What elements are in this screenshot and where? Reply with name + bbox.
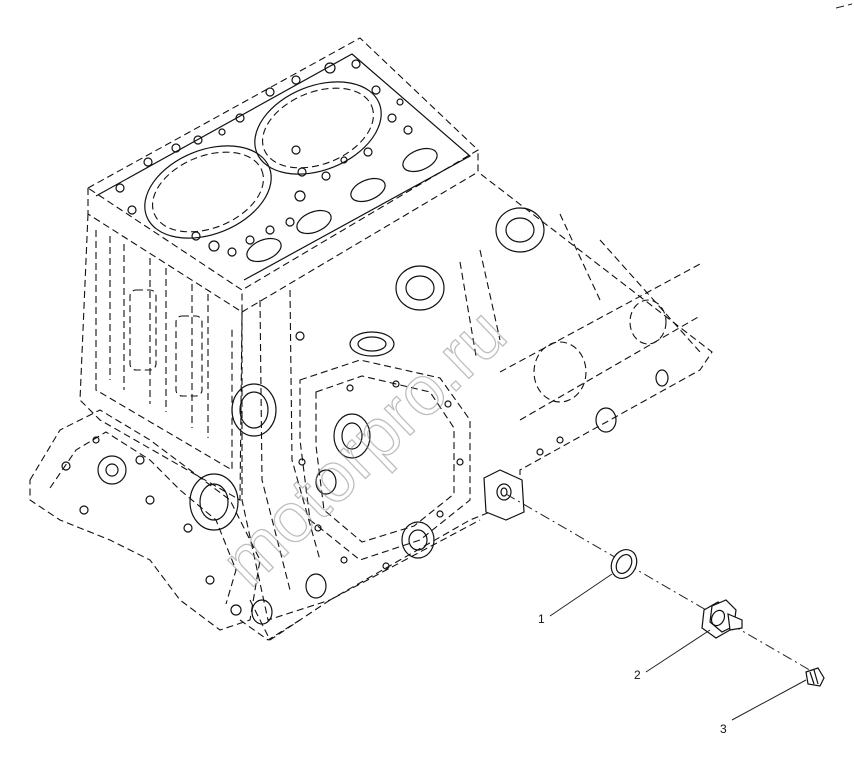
corner-mark	[835, 3, 853, 9]
callout-1-label: 1	[538, 612, 545, 626]
watermark: motorpro.ru	[206, 293, 520, 600]
part-2-fitting	[701, 599, 743, 639]
assembly-axis	[505, 493, 821, 677]
part-3-plug	[805, 667, 825, 687]
engine-block	[29, 37, 713, 641]
part-1-sealing-ring	[610, 549, 638, 579]
callout-3-label: 3	[720, 722, 727, 736]
callout-2-leader	[645, 629, 711, 673]
callout-1-leader	[549, 573, 613, 617]
callout-3-leader	[731, 679, 807, 721]
callout-2-label: 2	[634, 668, 641, 682]
